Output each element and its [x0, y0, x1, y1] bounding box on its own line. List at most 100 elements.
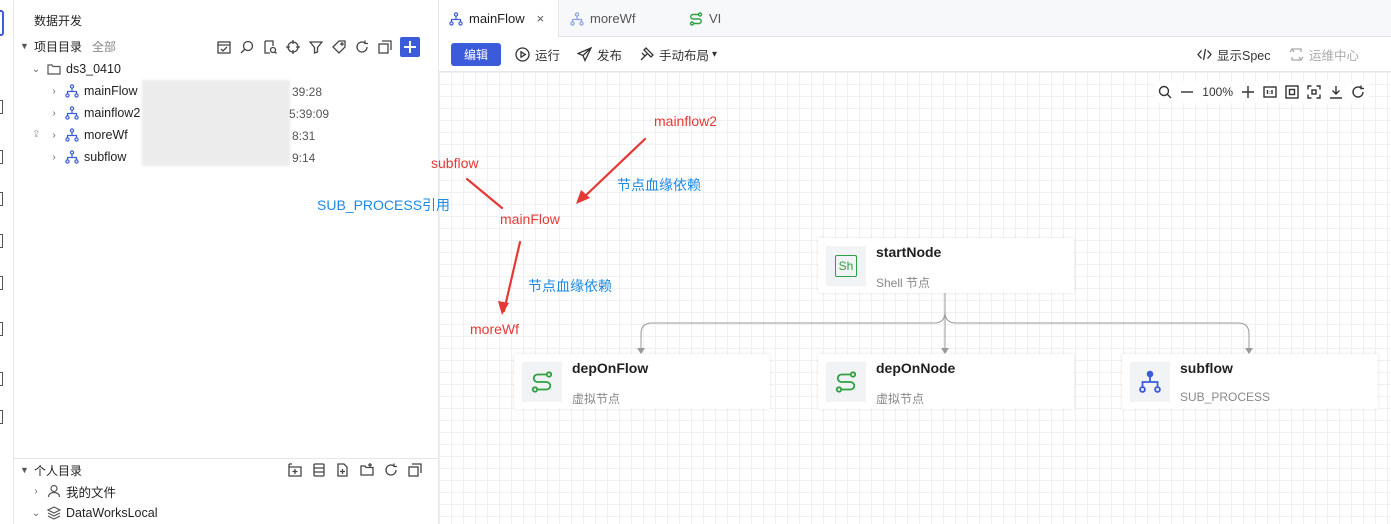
refresh-icon[interactable] [1351, 85, 1365, 99]
refresh-icon[interactable] [354, 39, 370, 55]
fullscreen-icon[interactable] [1307, 85, 1321, 99]
project-section-header[interactable]: ▼ 项目目录 全部 [20, 37, 116, 55]
rail-item[interactable] [0, 192, 3, 206]
virtual-node-icon [522, 362, 562, 402]
annotation-subprocess-ref: SUB_PROCESS引用 [317, 197, 451, 213]
node-type: SUB_PROCESS [1180, 390, 1271, 404]
rail-item[interactable] [0, 276, 3, 290]
chevron-down-icon: ▾ [712, 49, 718, 60]
layers-icon [46, 505, 62, 521]
database-icon[interactable] [311, 462, 327, 478]
node-type: 虚拟节点 [572, 392, 621, 406]
show-spec-button[interactable]: 显示Spec [1197, 45, 1271, 64]
close-icon[interactable]: × [536, 11, 545, 26]
tree-item-mainflow[interactable]: › mainFlow [48, 81, 137, 101]
tree-item-label: subflow [84, 150, 127, 164]
refresh-icon[interactable] [383, 462, 399, 478]
calendar-check-icon[interactable] [216, 39, 232, 55]
run-button[interactable]: 运行 [515, 45, 560, 64]
workflow-icon [64, 127, 80, 143]
add-button[interactable] [400, 37, 420, 57]
play-icon [515, 47, 530, 62]
collapse-all-icon[interactable] [407, 462, 423, 478]
node-deponflow[interactable]: depOnFlow 虚拟节点 [514, 354, 770, 409]
chevron-right-icon: › [34, 485, 38, 497]
edit-button[interactable]: 编辑 [451, 43, 501, 66]
search-icon[interactable] [1158, 85, 1172, 99]
ops-center-label: 运维中心 [1309, 49, 1360, 63]
doc-search-icon[interactable] [262, 39, 278, 55]
search-icon[interactable] [239, 39, 255, 55]
workflow-icon [64, 105, 80, 121]
annotation-lineage-2: 节点血缘依赖 [528, 278, 612, 294]
rail-active-item[interactable] [0, 10, 4, 36]
tab-label: VI [709, 11, 722, 26]
tree-item-morewf[interactable]: › moreWf [48, 125, 127, 145]
personal-toolbar [287, 462, 423, 478]
editor-toolbar: 编辑 运行 发布 手动布局 ▾ 显示Spec 运维中心 [439, 37, 1391, 72]
panel-title: 数据开发 [34, 14, 83, 28]
personal-section-header[interactable]: ▼ 个人目录 [20, 461, 82, 479]
sub-process-icon [1130, 362, 1170, 402]
run-label: 运行 [535, 49, 561, 63]
ops-center-button[interactable]: 运维中心 [1289, 45, 1359, 64]
personal-item-my-files[interactable]: › 我的文件 [30, 481, 116, 501]
chevron-down-icon: ⌄ [31, 507, 41, 519]
download-icon[interactable] [1329, 85, 1343, 99]
side-panel: 数据开发 ▼ 项目目录 全部 ⌄ ds3_0410 › main [14, 0, 439, 524]
workflow-icon [64, 149, 80, 165]
flow-edges [637, 292, 1253, 354]
redacted-region [142, 80, 290, 166]
tag-icon[interactable] [331, 39, 347, 55]
chevron-down-icon: ▼ [20, 41, 29, 51]
workflow-icon [64, 83, 80, 99]
project-filter[interactable]: 全部 [92, 39, 117, 54]
new-file-icon[interactable] [335, 462, 351, 478]
tree-item-subflow[interactable]: › subflow [48, 147, 126, 167]
fit-view-icon[interactable] [1285, 85, 1299, 99]
actual-size-icon[interactable] [1263, 85, 1277, 99]
filter-icon[interactable] [308, 39, 324, 55]
node-deponnode[interactable]: depOnNode 虚拟节点 [818, 354, 1074, 409]
node-title: subflow [1180, 360, 1233, 376]
zoom-toolbar: 100% [1154, 81, 1369, 103]
tab-vi[interactable]: VI [679, 0, 731, 37]
rail-item[interactable] [0, 234, 3, 248]
zoom-level: 100% [1202, 85, 1233, 99]
rail-item[interactable] [0, 322, 3, 336]
edge-start-deponflow [640, 292, 946, 352]
rail-item[interactable] [0, 410, 3, 424]
tab-mainflow[interactable]: mainFlow × [439, 0, 559, 37]
annotation-mainflow2: mainflow2 [654, 113, 718, 129]
node-startnode[interactable]: Sh startNode Shell 节点 [818, 238, 1074, 293]
node-type: 虚拟节点 [876, 392, 925, 406]
locate-icon[interactable] [285, 39, 301, 55]
new-folder-icon[interactable] [287, 462, 303, 478]
rail-item[interactable] [0, 100, 3, 114]
zoom-out-icon[interactable] [1180, 85, 1194, 99]
tree-folder[interactable]: ⌄ ds3_0410 [30, 59, 121, 79]
rail-item[interactable] [0, 150, 3, 164]
add-folder-icon[interactable] [359, 462, 375, 478]
node-type: Shell 节点 [876, 276, 931, 290]
workflow-icon [570, 11, 584, 26]
tab-morewf[interactable]: moreWf [560, 0, 646, 37]
project-section-label: 项目目录 [34, 39, 83, 54]
layout-dropdown[interactable]: 手动布局 ▾ [639, 45, 717, 64]
collapse-all-icon[interactable] [377, 39, 393, 55]
rail-item[interactable] [0, 372, 3, 386]
tree-item-mainflow2[interactable]: › mainflow2 [48, 103, 140, 123]
node-subflow[interactable]: subflow SUB_PROCESS [1122, 354, 1378, 409]
ops-icon [1289, 47, 1304, 62]
tree-item-label: mainflow2 [84, 106, 141, 120]
publish-button[interactable]: 发布 [577, 45, 622, 64]
user-icon [46, 483, 62, 499]
tab-label: moreWf [590, 11, 636, 26]
zoom-in-icon[interactable] [1241, 85, 1255, 99]
chevron-down-icon: ⌄ [31, 63, 41, 75]
personal-item-dataworkslocal[interactable]: ⌄ DataWorksLocal [30, 503, 158, 523]
project-toolbar [216, 37, 420, 57]
flow-canvas[interactable]: 100% [439, 72, 1391, 524]
virtual-node-icon [826, 362, 866, 402]
